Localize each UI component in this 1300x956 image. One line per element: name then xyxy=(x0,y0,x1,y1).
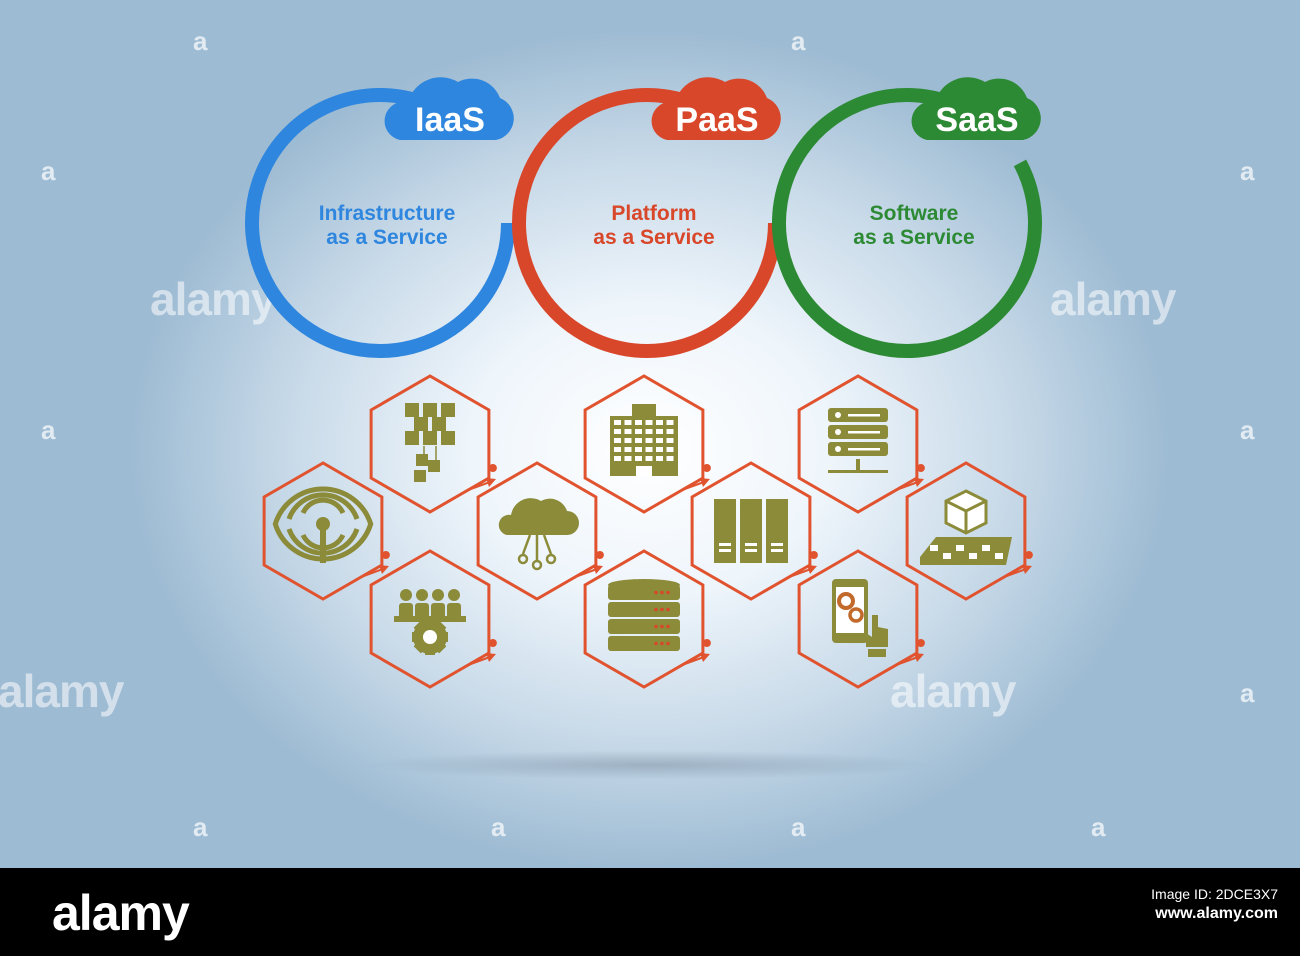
connector-arrow-icon xyxy=(486,478,496,487)
connector-dot-icon xyxy=(702,464,711,472)
watermark-letter: a xyxy=(1240,156,1255,186)
hex-cell xyxy=(476,461,604,601)
team-gear-icon xyxy=(394,589,466,655)
server-racks-icon xyxy=(714,499,788,563)
hexagon-outline xyxy=(369,549,491,689)
saas-title-line1: Software xyxy=(870,202,959,225)
office-building-icon xyxy=(610,404,678,476)
iaas-cloud-icon: IaaS xyxy=(384,77,514,140)
hexagon-outline xyxy=(797,549,919,689)
connector-arrow-icon xyxy=(700,653,710,662)
watermark-letter: a xyxy=(491,812,506,842)
connector-arrow-icon xyxy=(914,478,924,487)
hexagon-outline xyxy=(476,461,598,601)
iaas-label: IaaS xyxy=(415,101,485,139)
hex-cell xyxy=(690,461,818,601)
paas-label: PaaS xyxy=(675,101,758,139)
connector-arrow-icon xyxy=(807,565,817,574)
connector-arrow-icon xyxy=(379,565,389,574)
watermark-letter: a xyxy=(1240,678,1255,708)
hex-cell xyxy=(369,374,497,514)
cubes-network-icon xyxy=(405,403,455,482)
hex-cell xyxy=(583,549,711,689)
connector-dot-icon xyxy=(488,464,497,472)
hexagon-outline xyxy=(583,374,705,514)
hex-cell xyxy=(583,374,711,514)
watermark-text: alamy xyxy=(0,665,124,717)
watermark-letter: a xyxy=(193,26,208,56)
connector-dot-icon xyxy=(702,639,711,647)
paas-title-line1: Platform xyxy=(611,202,696,225)
iaas-title-line1: Infrastructure xyxy=(319,202,456,225)
hex-cell xyxy=(262,461,390,601)
hexagon-outline xyxy=(583,549,705,689)
watermark-letter: a xyxy=(41,156,56,186)
connector-arrow-icon xyxy=(914,653,924,662)
hexagon-network xyxy=(262,374,1033,689)
watermark-letter: a xyxy=(791,26,806,56)
watermark-text: alamy xyxy=(890,665,1016,717)
watermark-text: alamy xyxy=(1050,273,1176,325)
hexagon-outline xyxy=(262,461,384,601)
connector-dot-icon xyxy=(916,639,925,647)
mobile-gears-icon xyxy=(832,579,888,657)
watermark-letter: a xyxy=(193,812,208,842)
connector-arrow-icon xyxy=(1022,565,1032,574)
watermark-letter: a xyxy=(1091,812,1106,842)
saas-cloud-icon: SaaS xyxy=(911,77,1041,140)
paas-cloud-icon: PaaS xyxy=(651,77,781,140)
hex-cell xyxy=(905,461,1033,601)
database-icon xyxy=(608,579,680,651)
site-url[interactable]: www.alamy.com xyxy=(1155,905,1278,922)
iaas-cycle-arc xyxy=(245,88,515,358)
saas-title-line2: as a Service xyxy=(853,226,974,249)
footer-info: Image ID: 2DCE3X7 www.alamy.com xyxy=(1151,884,1278,924)
hexagon-outline xyxy=(369,374,491,514)
footer-logo: alamy xyxy=(52,885,190,941)
hexagon-outline xyxy=(905,461,1027,601)
connector-arrow-icon xyxy=(486,653,496,662)
connector-arrow-icon xyxy=(700,478,710,487)
paas-cycle-arc xyxy=(512,88,782,358)
iaas-title-line2: as a Service xyxy=(326,226,447,249)
paas-title-line2: as a Service xyxy=(593,226,714,249)
connector-dot-icon xyxy=(381,551,390,559)
saas-cycle-arc xyxy=(772,88,1042,358)
wifi-signal-icon xyxy=(272,486,374,563)
watermark-text: alamy xyxy=(150,273,276,325)
hex-cell xyxy=(797,374,925,514)
footer-bar: alamy Image ID: 2DCE3X7 www.alamy.com xyxy=(0,868,1300,956)
cloud-network-icon xyxy=(498,498,579,571)
hexagon-outline xyxy=(690,461,812,601)
connector-dot-icon xyxy=(488,639,497,647)
connector-dot-icon xyxy=(1024,551,1033,559)
image-id: Image ID: 2DCE3X7 xyxy=(1151,886,1278,902)
drop-shadow xyxy=(360,750,940,780)
watermark-letter: a xyxy=(1240,415,1255,445)
hex-cell xyxy=(369,549,497,689)
hexagon-outline xyxy=(797,374,919,514)
connector-dot-icon xyxy=(916,464,925,472)
watermark-letter: a xyxy=(791,812,806,842)
saas-label: SaaS xyxy=(935,101,1018,139)
cube-platform-icon xyxy=(920,489,1012,565)
connector-dot-icon xyxy=(595,551,604,559)
hex-cell xyxy=(797,549,925,689)
watermark-letter: a xyxy=(41,415,56,445)
connector-arrow-icon xyxy=(593,565,603,574)
diagram-canvas: alamy alamy alamy alamy a a a a a a a a … xyxy=(0,0,1300,868)
server-stack-icon xyxy=(828,408,888,473)
connector-dot-icon xyxy=(809,551,818,559)
